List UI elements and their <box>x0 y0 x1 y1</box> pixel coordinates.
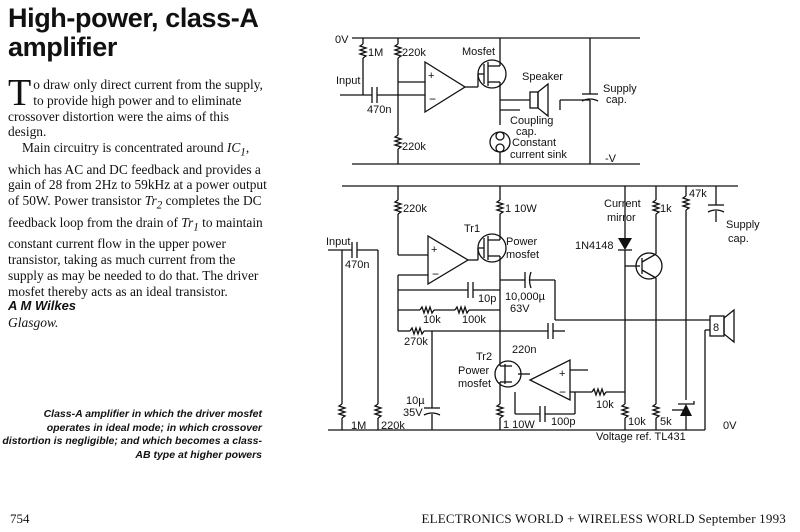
diode-label: 1N4148 <box>575 240 614 252</box>
c-10p-label: 10p <box>478 293 496 305</box>
r-10k-c-label: 10k <box>628 416 646 428</box>
c-100p-label: 100p <box>551 416 575 428</box>
drop-cap: T <box>8 72 32 114</box>
top-rail-label: 0V <box>335 34 349 46</box>
r-5k-label: 5k <box>660 416 672 428</box>
sink-label-1: Constant <box>512 137 556 149</box>
r-1m-label: 1M <box>351 420 366 432</box>
mirror-label: mirror <box>607 212 636 224</box>
input-label: Input <box>336 75 360 87</box>
r-1k-label: 1k <box>660 203 672 215</box>
r-220k-b-label: 220k <box>402 141 426 153</box>
r-10k-b-label: 10k <box>596 399 614 411</box>
author-location: Glasgow. <box>8 315 59 330</box>
r-220k-bot-label: 220k <box>381 420 405 432</box>
svg-text:+: + <box>428 70 434 82</box>
coupling-label-2: cap. <box>516 126 537 138</box>
r-47k-label: 47k <box>689 188 707 200</box>
power-1-label: Power <box>506 236 538 248</box>
main-cap-in-label: 470n <box>345 259 369 271</box>
coupling-label-1: Coupling <box>510 115 553 127</box>
supply-label-1: Supply <box>603 83 637 95</box>
speaker-8-label: 8 <box>713 322 719 334</box>
main-schematic: 0V 220k Input 470n 220k 1M + − Tr1 <box>326 185 760 443</box>
r-270k-label: 270k <box>404 336 428 348</box>
bottom-rail-label: -V <box>605 153 617 165</box>
svg-text:+: + <box>559 368 565 380</box>
current-label: Current <box>604 198 641 210</box>
tr1-label: Tr1 <box>464 223 480 235</box>
power-2-label: Power <box>458 365 490 377</box>
main-supply-label-1: Supply <box>726 219 760 231</box>
circuit-schematic: 0V -V 1M Input 470n 220k 220k + − Mosfet <box>326 34 760 443</box>
r-1m-label: 1M <box>368 47 383 59</box>
author-name: A M Wilkes <box>8 298 77 313</box>
r-1-10w-top-label: 1 10W <box>505 203 537 215</box>
c-35v-label: 35V <box>403 407 423 419</box>
c-10u-label: 10µ <box>406 395 425 407</box>
c-220n-label: 220n <box>512 344 536 356</box>
r-1-10w-bot-label: 1 10W <box>503 419 535 431</box>
tr2-label: Tr2 <box>476 351 492 363</box>
page-number: 754 <box>10 511 30 526</box>
publication-footer: ELECTRONICS WORLD + WIRELESS WORLD Septe… <box>421 511 786 526</box>
svg-text:−: − <box>429 92 436 106</box>
block-diagram: 0V -V 1M Input 470n 220k 220k + − Mosfet <box>335 34 640 165</box>
sink-label-2: current sink <box>510 149 567 161</box>
mosfet-label: Mosfet <box>462 46 495 58</box>
svg-text:−: − <box>432 267 439 281</box>
r-220k-top-label: 220k <box>403 203 427 215</box>
speaker-label: Speaker <box>522 71 563 83</box>
vref-label: Voltage ref. TL431 <box>596 431 686 443</box>
main-rail-label: 0V <box>723 420 737 432</box>
paragraph-2: Main circuitry is concentrated around IC… <box>8 140 267 299</box>
figure-caption: Class-A amplifier in which the driver mo… <box>2 408 262 461</box>
svg-text:+: + <box>431 244 437 256</box>
c-10000-label: 10,000µ <box>505 291 546 303</box>
cap-in-label: 470n <box>367 104 391 116</box>
r-100k-label: 100k <box>462 314 486 326</box>
c-63v-label: 63V <box>510 303 530 315</box>
main-input-label: Input <box>326 236 350 248</box>
r-220k-a-label: 220k <box>402 47 426 59</box>
mosfet-1-label: mosfet <box>506 249 539 261</box>
svg-text:−: − <box>559 385 566 399</box>
mosfet-2-label: mosfet <box>458 378 491 390</box>
main-supply-label-2: cap. <box>728 233 749 245</box>
supply-label-2: cap. <box>606 94 627 106</box>
r-10k-a-label: 10k <box>423 314 441 326</box>
article-title: High-power, class-A amplifier <box>8 3 258 62</box>
